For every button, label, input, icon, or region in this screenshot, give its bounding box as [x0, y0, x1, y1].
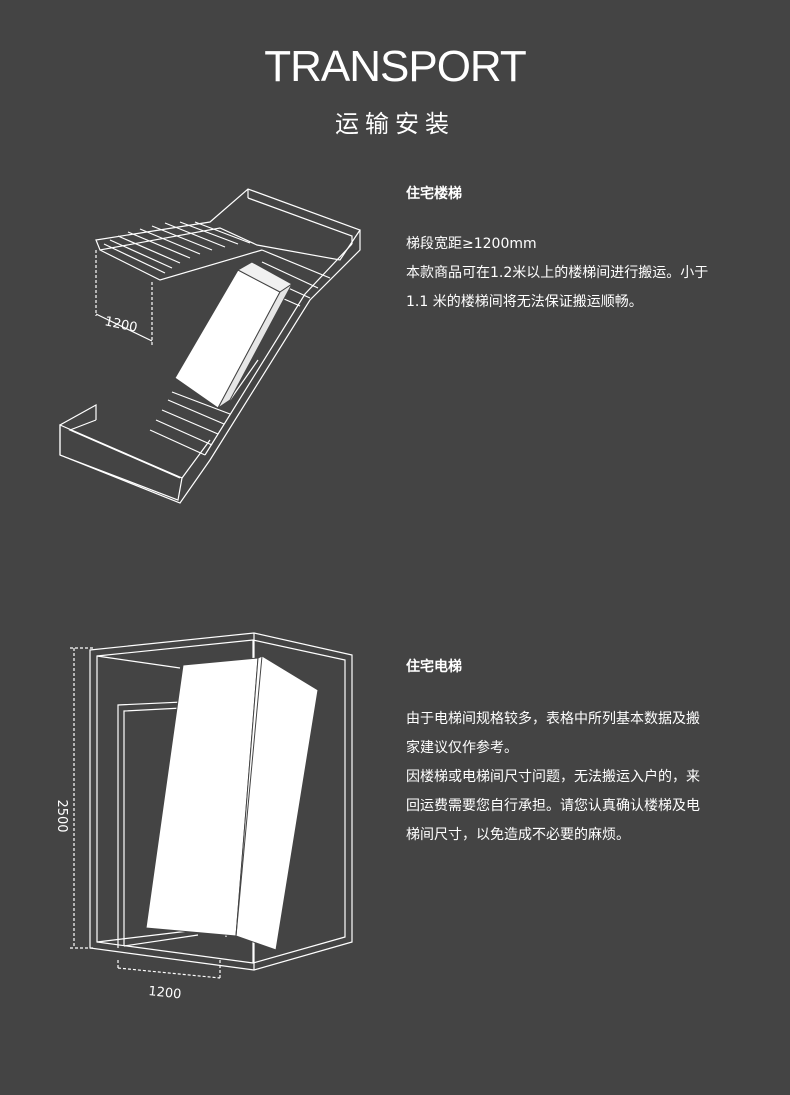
elevator-line-2: 家建议仅作参考。: [406, 740, 518, 756]
stairs-heading: 住宅楼梯: [406, 186, 462, 202]
elevator-line-5: 梯间尺寸，以免造成不必要的麻烦。: [406, 827, 630, 843]
stairs-description: 梯段宽距≥1200mm 本款商品可在1.2米以上的楼梯间进行搬运。小于 1.1 …: [406, 230, 756, 317]
elevator-description: 由于电梯间规格较多，表格中所列基本数据及搬 家建议仅作参考。 因楼梯或电梯间尺寸…: [406, 705, 756, 850]
stairs-line-1: 梯段宽距≥1200mm: [406, 236, 537, 252]
stairs-dimension-label: 1200: [103, 314, 138, 336]
page-title: TRANSPORT: [264, 42, 527, 91]
elevator-line-3: 因楼梯或电梯间尺寸问题，无法搬运入户的，来: [406, 769, 700, 785]
stairs-line-3: 1.1 米的楼梯间将无法保证搬运顺畅。: [406, 294, 643, 310]
page-subtitle: 运输安装: [335, 110, 455, 138]
elevator-line-4: 回运费需要您自行承担。请您认真确认楼梯及电: [406, 798, 700, 814]
elevator-heading: 住宅电梯: [406, 659, 462, 675]
stairs-line-2: 本款商品可在1.2米以上的楼梯间进行搬运。小于: [406, 265, 709, 281]
elevator-line-1: 由于电梯间规格较多，表格中所列基本数据及搬: [406, 711, 700, 727]
